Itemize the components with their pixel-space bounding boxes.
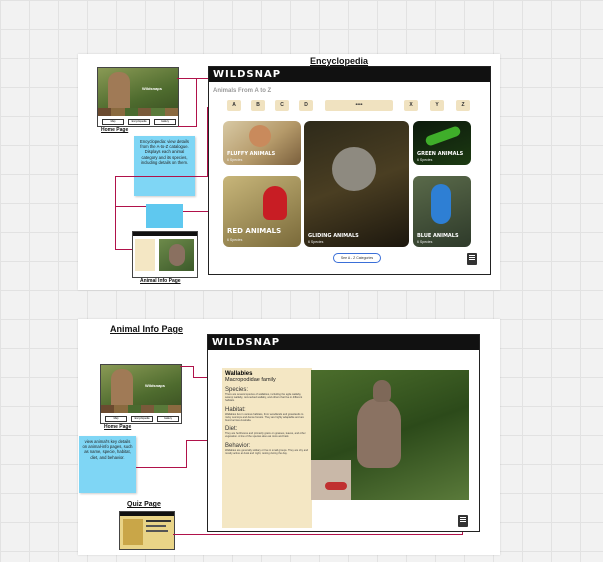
letter-x-button[interactable]: X xyxy=(404,100,418,111)
connector-line xyxy=(207,107,208,177)
letter-d-button[interactable]: D xyxy=(299,100,313,111)
behavior-text: Wallabies are generally solitary or live… xyxy=(225,448,309,455)
card-gliding-image xyxy=(332,147,376,191)
animal-family: Macropodidae family xyxy=(225,377,276,383)
connector-line xyxy=(115,249,132,250)
quiz-icon-2[interactable] xyxy=(458,515,468,527)
card-red-animals[interactable]: RED ANIMALS 6 Species xyxy=(223,176,301,247)
letter-a-button[interactable]: A xyxy=(227,100,241,111)
letter-y-button[interactable]: Y xyxy=(430,100,444,111)
home-map-button-2[interactable]: Map xyxy=(105,416,127,422)
letter-search-field[interactable]: •••• xyxy=(325,100,393,111)
card-green-label: GREEN ANIMALS xyxy=(417,151,464,157)
card-fluffy-animals[interactable]: FLUFFY ANIMALS 6 Species xyxy=(223,121,301,165)
home-encyclopedia-button[interactable]: Encyclopedia xyxy=(128,119,150,125)
animal-info-caption[interactable]: Animal Info Page xyxy=(140,278,181,284)
card-green-image xyxy=(424,125,462,147)
quiz-page-thumbnail[interactable] xyxy=(119,511,175,550)
connector-line xyxy=(186,440,224,441)
species-label: Species: xyxy=(225,387,249,393)
card-fluffy-sub: 6 Species xyxy=(227,158,243,162)
home-encyclopedia-button-2[interactable]: Encyclopedia xyxy=(131,416,153,422)
animal-info-brand[interactable]: WILDSNAP xyxy=(208,335,479,350)
quiz-icon[interactable] xyxy=(467,253,477,265)
animal-info-note: view animal's key details on animal-info… xyxy=(79,436,136,493)
connector-line xyxy=(186,440,187,468)
animal-info-panel: Wallabies Macropodidae family Species: T… xyxy=(222,368,312,528)
home-hero-text: Wildsnaps xyxy=(142,86,162,91)
card-gliding-sub: 6 Species xyxy=(308,240,324,244)
letter-b-button[interactable]: B xyxy=(251,100,265,111)
habitat-label: Habitat: xyxy=(225,406,246,413)
diet-text: They are herbivores and primarily graze … xyxy=(225,432,306,439)
species-text: There are several species of wallabies, … xyxy=(225,393,303,403)
connector-line xyxy=(196,79,197,126)
blue-placeholder xyxy=(146,204,183,228)
connector-line xyxy=(177,78,208,79)
encyclopedia-note: Encyclopedia: view details from the A-to… xyxy=(134,136,195,196)
encyclopedia-brand[interactable]: WILDSNAP xyxy=(209,67,490,82)
card-blue-animals[interactable]: BLUE ANIMALS 6 Species xyxy=(413,176,471,247)
card-blue-label: BLUE ANIMALS xyxy=(417,233,459,239)
card-red-sub: 6 Species xyxy=(227,238,243,242)
card-green-animals[interactable]: GREEN ANIMALS 6 Species xyxy=(413,121,471,165)
card-red-label: RED ANIMALS xyxy=(227,227,282,235)
connector-line xyxy=(115,176,208,177)
home-page-caption-2[interactable]: Home Page xyxy=(104,424,132,430)
card-blue-image xyxy=(431,184,451,224)
home-map-button[interactable]: Map xyxy=(102,119,124,125)
habitat-text: Wallabies live in various habitats, from… xyxy=(225,412,304,423)
letter-c-button[interactable]: C xyxy=(275,100,289,111)
animal-info-thumbnail[interactable] xyxy=(132,231,198,278)
connector-line xyxy=(136,467,186,468)
connector-line xyxy=(193,366,194,378)
connector-line xyxy=(115,176,116,249)
encyclopedia-frame: WILDSNAP Animals From A to Z A B C D •••… xyxy=(208,66,491,275)
diet-label: Diet: xyxy=(225,426,238,433)
card-blue-sub: 6 Species xyxy=(417,240,433,244)
behavior-label: Behavior: xyxy=(225,442,251,449)
animal-name: Wallabies xyxy=(225,371,253,377)
encyclopedia-section-title: Encyclopedia xyxy=(310,56,369,66)
home-page-caption[interactable]: Home Page xyxy=(101,127,129,133)
home-hero-text-2: Wildsnaps xyxy=(145,383,165,388)
card-green-sub: 6 Species xyxy=(417,158,433,162)
home-page-thumbnail[interactable]: Wildsnaps Map Encyclopedia Gallery xyxy=(97,67,179,127)
card-gliding-label: GLIDING ANIMALS xyxy=(308,233,359,239)
animal-info-section-title: Animal Info Page xyxy=(110,324,184,334)
home-gallery-button-2[interactable]: Gallery xyxy=(157,416,179,422)
card-red-image xyxy=(263,186,287,220)
wallaby-photo xyxy=(311,370,469,500)
card-fluffy-image xyxy=(249,125,271,147)
letter-z-button[interactable]: Z xyxy=(456,100,470,111)
home-gallery-button[interactable]: Gallery xyxy=(154,119,176,125)
card-gliding-animals[interactable]: GLIDING ANIMALS 6 Species xyxy=(304,121,409,247)
animal-info-frame: WILDSNAP Wallabies Macropodidae family S… xyxy=(207,334,480,532)
quiz-page-caption[interactable]: Quiz Page xyxy=(127,501,161,508)
connector-line xyxy=(115,206,146,207)
card-fluffy-label: FLUFFY ANIMALS xyxy=(227,151,276,157)
connector-line xyxy=(173,534,463,535)
connector-line xyxy=(178,126,197,127)
az-heading: Animals From A to Z xyxy=(213,88,272,94)
see-all-button[interactable]: See A - Z Categories xyxy=(333,253,381,263)
connector-line xyxy=(180,366,193,367)
home-page-thumbnail-2[interactable]: Wildsnaps Map Encyclopedia Gallery xyxy=(100,364,182,424)
